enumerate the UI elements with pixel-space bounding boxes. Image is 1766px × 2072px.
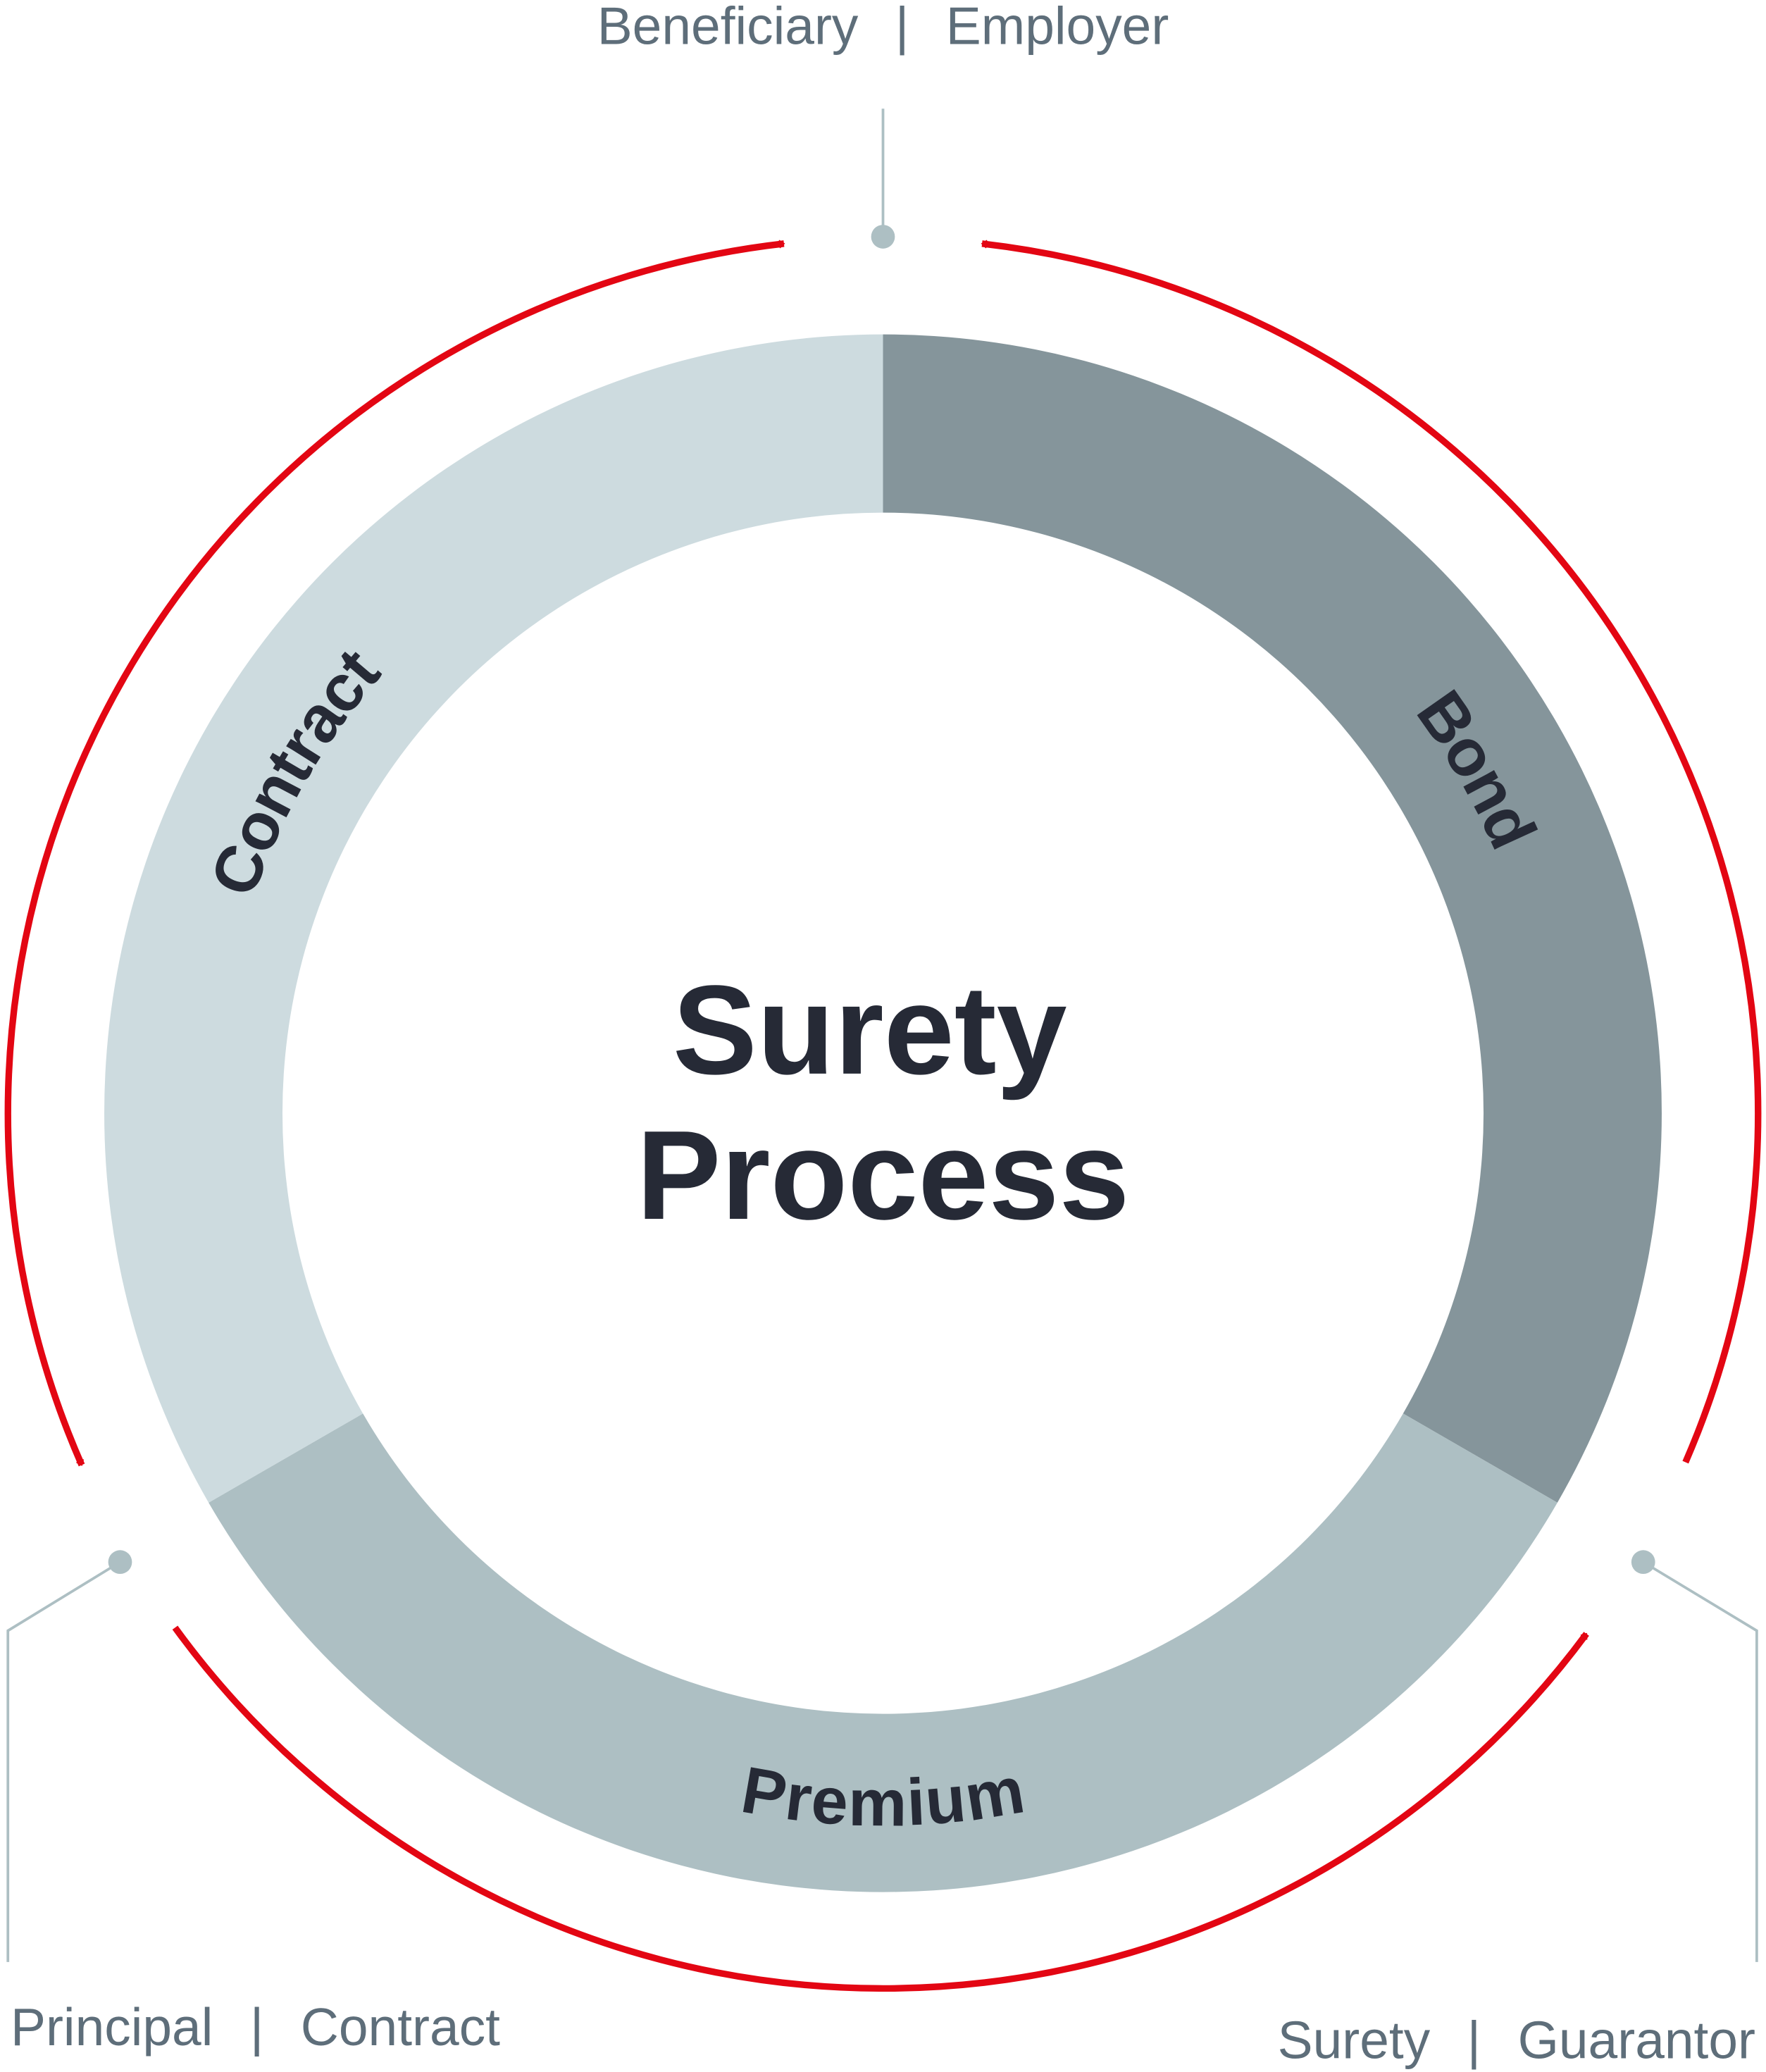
ring-segment-bond [883,334,1662,1503]
party-alias: Contract [301,1997,500,2057]
party-label-surety: Surety | Guarantor [1278,2011,1755,2070]
arrow-premium-flow [172,1625,1589,1992]
connector-right [1642,1561,1758,1962]
node-dot-principal [108,1550,132,1575]
center-title-line2: Process [637,1105,1130,1246]
party-separator: | [895,0,909,55]
party-alias: Employer [946,0,1169,55]
connector-left [6,1561,121,1962]
center-title-line1: Surety [673,960,1067,1101]
party-label-beneficiary: Beneficiary | Employer [597,0,1169,55]
party-role: Beneficiary [597,0,859,55]
party-separator: | [1467,2011,1481,2070]
connectors [6,108,1758,1962]
ring-segment-premium [209,1413,1557,1892]
flow-arrows [4,240,1762,1992]
ring-segment-contract [104,334,883,1503]
segment-label-premium: Premium [736,1752,1029,1840]
party-role: Principal [11,1997,213,2057]
party-alias: Guarantor [1518,2011,1755,2070]
arrow-contract-flow [4,240,785,1467]
party-separator: | [250,1997,263,2057]
arrow-bond-flow [981,240,1762,1464]
party-role: Surety [1278,2011,1431,2070]
node-dot-surety [1631,1550,1655,1575]
party-label-principal: Principal | Contract [11,1997,500,2057]
node-dot-beneficiary [871,225,895,249]
